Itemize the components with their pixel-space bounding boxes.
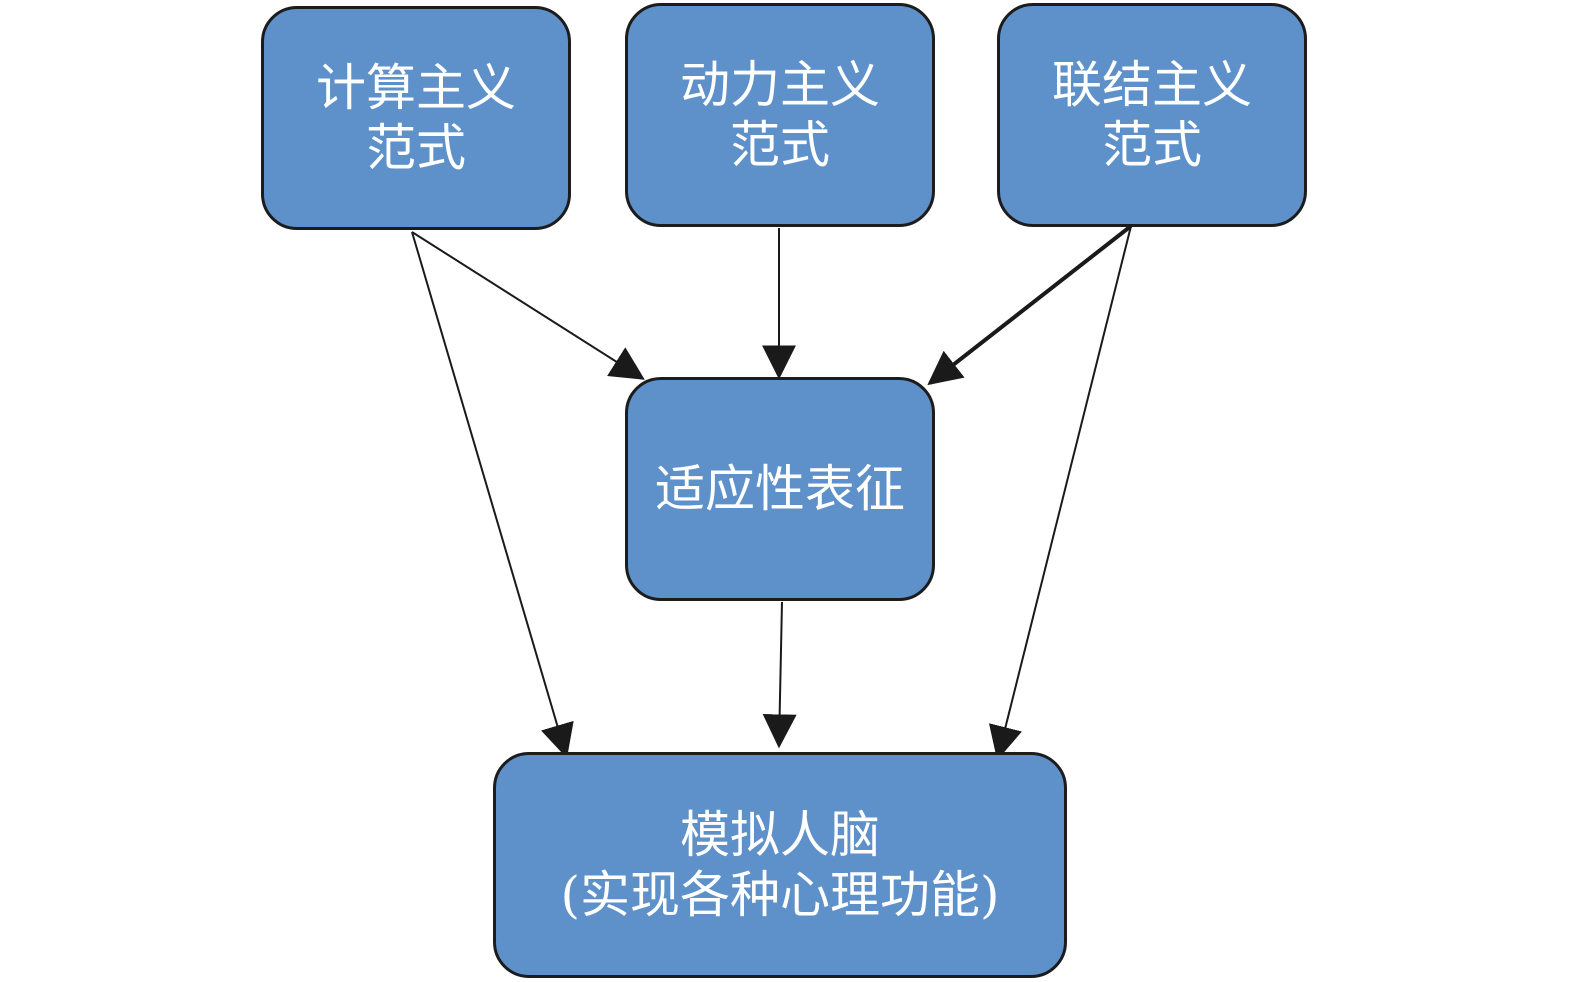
- adaptive-representation-node: 适应性表征: [625, 377, 935, 601]
- simulate-brain-node: 模拟人脑 (实现各种心理功能): [493, 752, 1067, 978]
- arrow-connectionist-to-adaptive: [927, 224, 1133, 386]
- connectionist-paradigm-line2: 范式: [1102, 116, 1202, 174]
- simulate-brain-line1: 模拟人脑: [680, 806, 880, 864]
- connectionist-paradigm-line1: 联结主义: [1052, 56, 1252, 114]
- dynamical-paradigm-line2: 范式: [730, 116, 830, 174]
- dynamical-paradigm-line1: 动力主义: [680, 56, 880, 114]
- computational-paradigm-line2: 范式: [366, 119, 466, 177]
- computational-paradigm-node: 计算主义 范式: [261, 6, 571, 230]
- adaptive-representation-label: 适应性表征: [655, 460, 905, 518]
- computational-paradigm-line1: 计算主义: [316, 59, 516, 117]
- simulate-brain-line2: (实现各种心理功能): [560, 866, 1000, 924]
- arrow-computational-to-adaptive: [411, 231, 645, 380]
- arrow-connectionist-to-brain: [988, 225, 1132, 761]
- arrow-adaptive-to-brain: [762, 601, 797, 749]
- connectionist-paradigm-node: 联结主义 范式: [997, 3, 1307, 227]
- dynamical-paradigm-node: 动力主义 范式: [625, 3, 935, 227]
- arrow-computational-to-brain: [411, 231, 574, 759]
